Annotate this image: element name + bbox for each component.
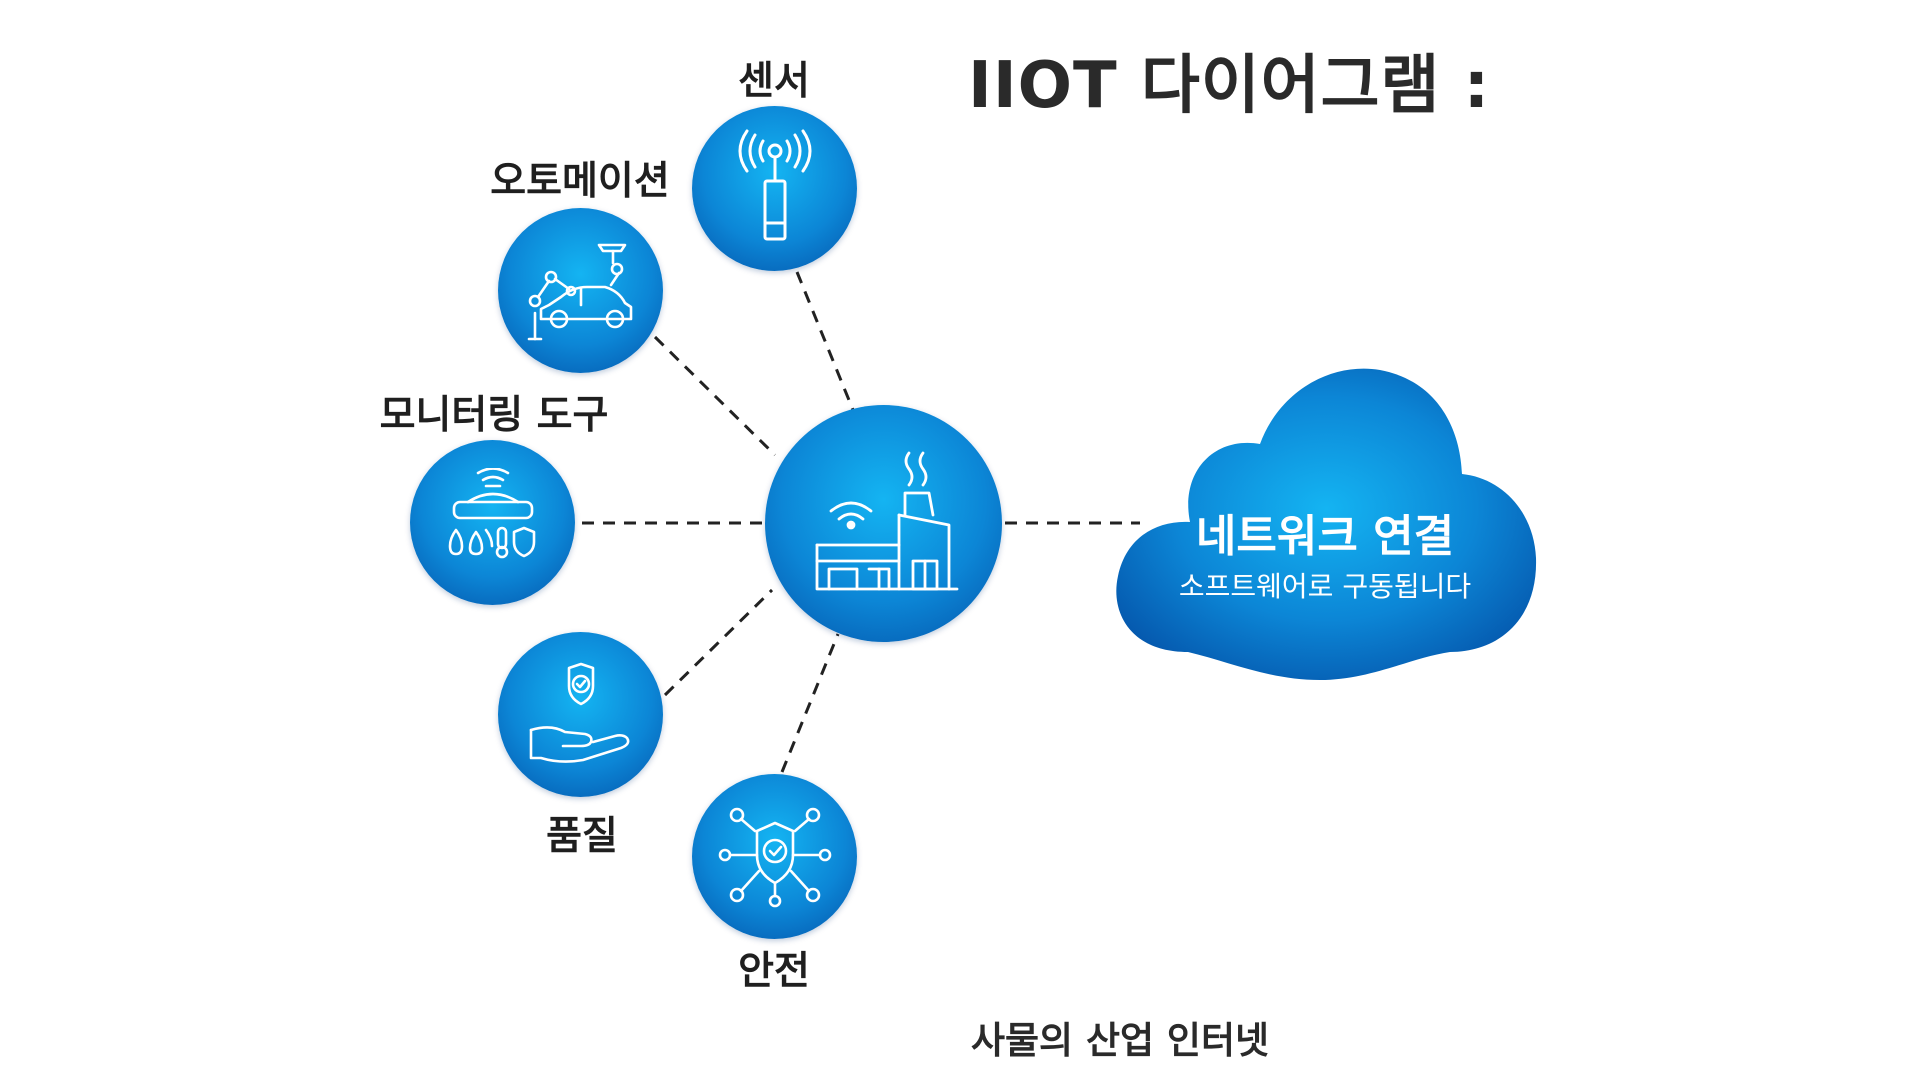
- cloud-subtitle: 소프트웨어로 구동됩니다: [1178, 570, 1472, 603]
- cloud-icon: [1116, 368, 1537, 680]
- robot-arm-car-icon: [527, 243, 632, 340]
- node-quality: [498, 632, 663, 797]
- hand-shield-icon: [529, 662, 629, 763]
- label-safety: 안전: [738, 949, 810, 994]
- node-sensor: [692, 106, 857, 271]
- diagram-footer: 사물의 산업 인터넷: [970, 1019, 1270, 1062]
- node-safety: [692, 774, 857, 939]
- node-monitoring: [410, 440, 575, 605]
- label-sensor: 센서: [738, 59, 810, 104]
- label-monitoring: 모니터링 도구: [379, 393, 609, 438]
- shield-network-icon: [718, 807, 831, 907]
- factory-icon: [815, 451, 958, 590]
- label-automation: 오토메이션: [490, 159, 670, 204]
- connector-automation: [653, 335, 777, 457]
- connector-safety: [780, 633, 840, 773]
- node-hub: [765, 405, 1002, 642]
- cloud-title: 네트워크 연결: [1195, 511, 1455, 562]
- monitoring-device-icon: [448, 467, 535, 558]
- label-quality: 품질: [546, 814, 618, 859]
- node-automation: [498, 208, 663, 373]
- diagram-title: IIOT 다이어그램 :: [968, 49, 1491, 123]
- connector-sensor: [795, 271, 855, 411]
- connector-quality: [663, 588, 774, 697]
- antenna-sensor-icon: [738, 129, 811, 240]
